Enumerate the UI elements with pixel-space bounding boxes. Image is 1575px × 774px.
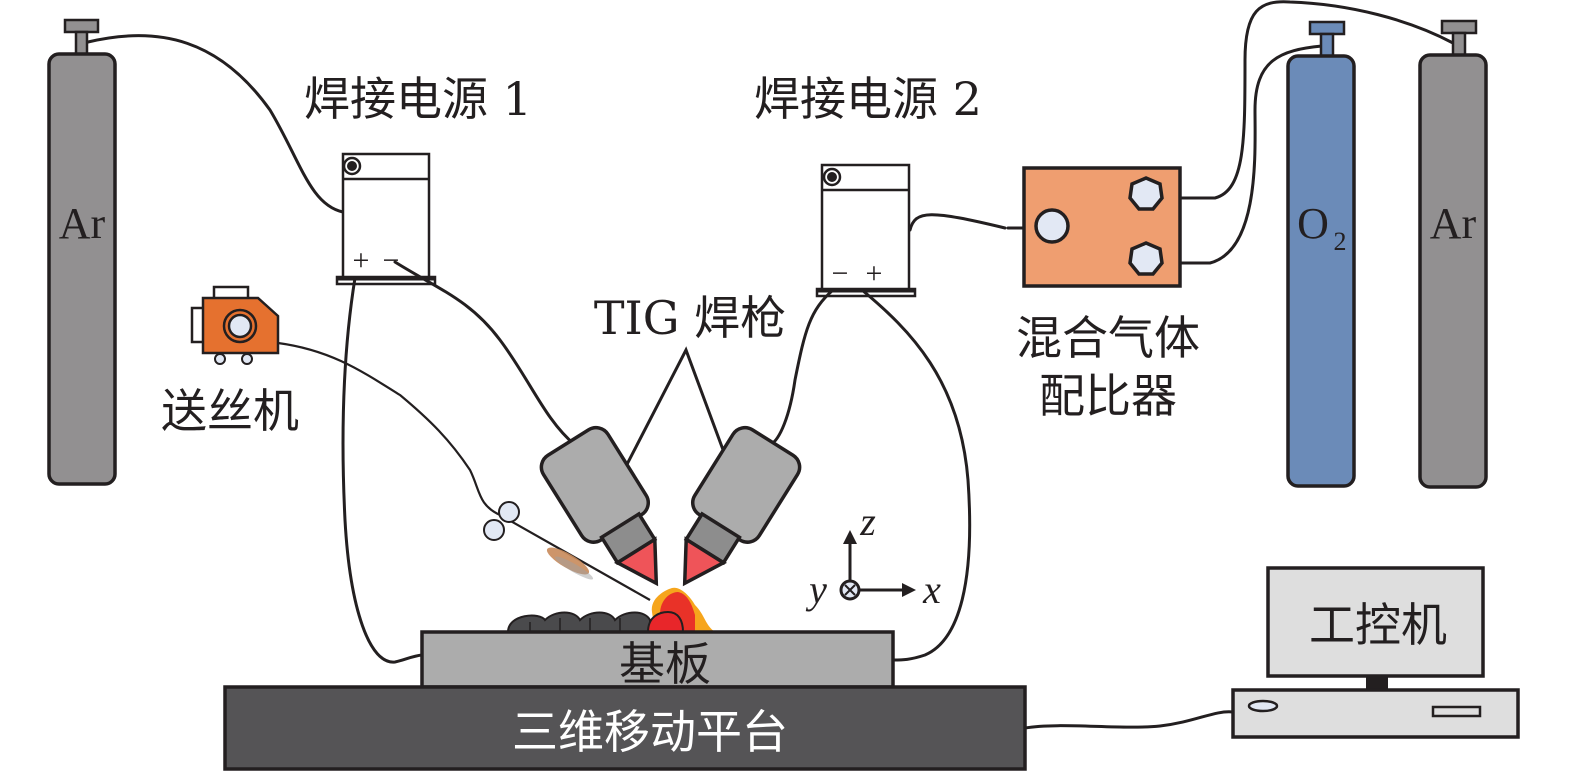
drive-slot-icon xyxy=(1431,705,1482,718)
gas-mixer-label-2: 配比器 xyxy=(1039,369,1177,423)
cable-power1-plus-to-substrate xyxy=(341,276,424,664)
hose-ar-left-to-power1 xyxy=(86,34,345,214)
cable-power1-minus-to-torch1 xyxy=(393,260,577,447)
filler-wire xyxy=(277,341,651,601)
computer-label: 工控机 xyxy=(1309,598,1447,652)
ar-right-label: Ar xyxy=(1430,199,1477,248)
gas-mixer xyxy=(1022,166,1182,288)
power2-title: 焊接电源 2 xyxy=(754,72,982,126)
ar-cylinder-left: Ar xyxy=(47,18,117,486)
power1-plus: + xyxy=(353,244,370,277)
feed-roller-icon xyxy=(483,519,505,541)
gas-mixer-label-1: 混合气体 xyxy=(1016,311,1200,365)
industrial-computer: 工控机 xyxy=(1231,566,1520,739)
monitor-stand xyxy=(1366,676,1388,689)
o2-cylinder: O 2 xyxy=(1286,20,1356,488)
cable-power2-plus-to-substrate xyxy=(860,288,972,662)
weld-bead xyxy=(506,611,651,633)
hose-power2-to-mixer xyxy=(908,213,1026,232)
axis-x-label: x xyxy=(922,567,941,612)
mixer-knob-icon xyxy=(1034,208,1070,244)
power2-minus: − xyxy=(832,257,849,290)
motion-platform: 三维移动平台 xyxy=(223,685,1027,771)
welding-power-source-1: + − xyxy=(335,152,437,286)
hose-mixer-to-o2 xyxy=(1178,44,1324,265)
tig-torch-label: TIG 焊枪 xyxy=(594,291,786,345)
coordinate-axes: z y x xyxy=(805,499,941,612)
o2-label: O xyxy=(1297,199,1329,248)
platform-label: 三维移动平台 xyxy=(512,705,788,759)
ar-left-label: Ar xyxy=(59,199,106,248)
tig-torch-1 xyxy=(539,425,659,587)
power-button-icon xyxy=(1247,699,1279,713)
wire-preheater xyxy=(546,547,594,580)
cable-platform-to-computer xyxy=(1023,710,1235,730)
power2-plus: + xyxy=(866,257,883,290)
wire-feeder-label: 送丝机 xyxy=(161,384,299,438)
feed-roller-icon xyxy=(498,501,520,523)
molten-pool xyxy=(646,610,685,633)
axis-z-label: z xyxy=(859,499,876,544)
substrate: 基板 xyxy=(420,630,895,691)
monitor xyxy=(1266,566,1485,678)
cable-power2-minus-to-torch2 xyxy=(768,288,835,447)
wire-feeder xyxy=(190,285,280,365)
ar-cylinder-right: Ar xyxy=(1418,19,1488,489)
o2-subscript: 2 xyxy=(1334,227,1347,256)
hose-mixer-to-ar-right xyxy=(1178,0,1455,200)
mixer-valve-icon xyxy=(1128,176,1164,211)
power1-minus: − xyxy=(383,244,400,277)
power1-title: 焊接电源 1 xyxy=(304,72,532,126)
tig-torch-pointer xyxy=(620,346,734,476)
welding-power-source-2: − + xyxy=(815,163,917,298)
tig-torch-2 xyxy=(682,425,802,587)
mixer-valve-icon xyxy=(1128,241,1164,276)
substrate-label: 基板 xyxy=(619,637,711,691)
axis-y-label: y xyxy=(805,567,827,612)
